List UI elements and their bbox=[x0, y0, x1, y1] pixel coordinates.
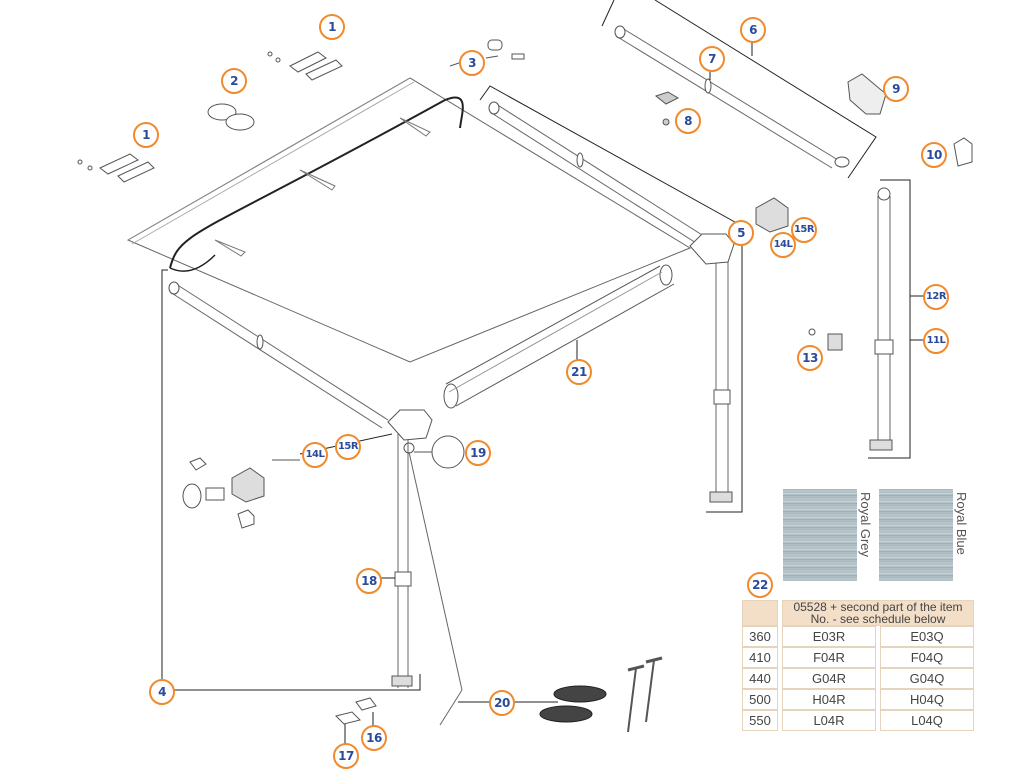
front-rail bbox=[168, 281, 389, 429]
callout-11L[interactable]: 11L bbox=[923, 328, 949, 354]
right-leg bbox=[689, 233, 735, 503]
callout-18[interactable]: 18 bbox=[356, 568, 382, 594]
callout-8[interactable]: 8 bbox=[675, 108, 701, 134]
table-header-text: 05528 + second part of the item No. - se… bbox=[782, 600, 974, 626]
callout-7[interactable]: 7 bbox=[699, 46, 725, 72]
table-row: 550 L04R L04Q bbox=[742, 710, 974, 731]
swatch-label-royal-grey: Royal Grey bbox=[858, 492, 873, 558]
royal-blue-code: F04Q bbox=[880, 647, 974, 668]
callout-15R-left[interactable]: 15R bbox=[335, 434, 361, 460]
callout-16[interactable]: 16 bbox=[361, 725, 387, 751]
hardware-part-9 bbox=[847, 73, 887, 115]
spacer bbox=[876, 626, 880, 647]
rear-rail bbox=[488, 101, 711, 249]
spacer bbox=[778, 710, 782, 731]
spare-leg bbox=[868, 179, 911, 459]
callout-6[interactable]: 6 bbox=[740, 17, 766, 43]
royal-grey-code: E03R bbox=[782, 626, 876, 647]
royal-grey-code: G04R bbox=[782, 668, 876, 689]
end-cap-14-15-left bbox=[182, 457, 300, 529]
spacer bbox=[778, 600, 782, 626]
table-row: 500 H04R H04Q bbox=[742, 689, 974, 710]
table-row: 360 E03R E03Q bbox=[742, 626, 974, 647]
callout-5[interactable]: 5 bbox=[728, 220, 754, 246]
callout-14L-right[interactable]: 14L bbox=[770, 232, 796, 258]
size-cell: 440 bbox=[742, 668, 778, 689]
spacer bbox=[778, 647, 782, 668]
spacer bbox=[778, 689, 782, 710]
royal-blue-code: G04Q bbox=[880, 668, 974, 689]
fabric-part-number-table: 05528 + second part of the item No. - se… bbox=[742, 600, 974, 731]
callout-1-top[interactable]: 1 bbox=[319, 14, 345, 40]
callout-12R[interactable]: 12R bbox=[923, 284, 949, 310]
hardware-part-1a bbox=[77, 153, 155, 183]
swatch-royal-blue bbox=[879, 489, 953, 581]
spacer bbox=[876, 710, 880, 731]
roller-tube bbox=[443, 264, 675, 409]
size-cell: 550 bbox=[742, 710, 778, 731]
callout-10[interactable]: 10 bbox=[921, 142, 947, 168]
swatch-label-royal-blue: Royal Blue bbox=[954, 492, 969, 555]
royal-blue-code: L04Q bbox=[880, 710, 974, 731]
size-cell: 500 bbox=[742, 689, 778, 710]
arm-assembly bbox=[601, 0, 877, 179]
callout-13[interactable]: 13 bbox=[797, 345, 823, 371]
spacer bbox=[778, 626, 782, 647]
callout-17[interactable]: 17 bbox=[333, 743, 359, 769]
royal-grey-code: H04R bbox=[782, 689, 876, 710]
floor-parts-16-17 bbox=[335, 697, 377, 725]
swatch-royal-grey bbox=[783, 489, 857, 581]
callout-9[interactable]: 9 bbox=[883, 76, 909, 102]
callout-22[interactable]: 22 bbox=[747, 572, 773, 598]
left-leg bbox=[387, 409, 463, 726]
tie-down-kit-20 bbox=[539, 656, 663, 733]
hardware-part-13 bbox=[808, 328, 843, 351]
hardware-part-1b bbox=[267, 51, 343, 81]
callout-14L-left[interactable]: 14L bbox=[302, 442, 328, 468]
size-header-cell bbox=[742, 600, 778, 626]
royal-grey-code: F04R bbox=[782, 647, 876, 668]
spacer bbox=[876, 668, 880, 689]
spacer bbox=[778, 668, 782, 689]
hardware-part-10 bbox=[953, 137, 973, 167]
size-cell: 410 bbox=[742, 647, 778, 668]
table-header-row: 05528 + second part of the item No. - se… bbox=[742, 600, 974, 626]
end-cap-14-15-right bbox=[755, 197, 789, 233]
hardware-part-2 bbox=[207, 103, 255, 131]
callout-2[interactable]: 2 bbox=[221, 68, 247, 94]
royal-grey-code: L04R bbox=[782, 710, 876, 731]
callout-3[interactable]: 3 bbox=[459, 50, 485, 76]
detail-circle-19 bbox=[414, 435, 465, 469]
callout-21[interactable]: 21 bbox=[566, 359, 592, 385]
callout-19[interactable]: 19 bbox=[465, 440, 491, 466]
size-cell: 360 bbox=[742, 626, 778, 647]
table-row: 440 G04R G04Q bbox=[742, 668, 974, 689]
callout-20[interactable]: 20 bbox=[489, 690, 515, 716]
spacer bbox=[876, 647, 880, 668]
royal-blue-code: H04Q bbox=[880, 689, 974, 710]
callout-4[interactable]: 4 bbox=[149, 679, 175, 705]
spacer bbox=[876, 689, 880, 710]
callout-1-left[interactable]: 1 bbox=[133, 122, 159, 148]
royal-blue-code: E03Q bbox=[880, 626, 974, 647]
hardware-part-8 bbox=[654, 91, 680, 126]
table-row: 410 F04R F04Q bbox=[742, 647, 974, 668]
callout-15R-right[interactable]: 15R bbox=[791, 217, 817, 243]
canopy-fabric bbox=[126, 77, 692, 363]
